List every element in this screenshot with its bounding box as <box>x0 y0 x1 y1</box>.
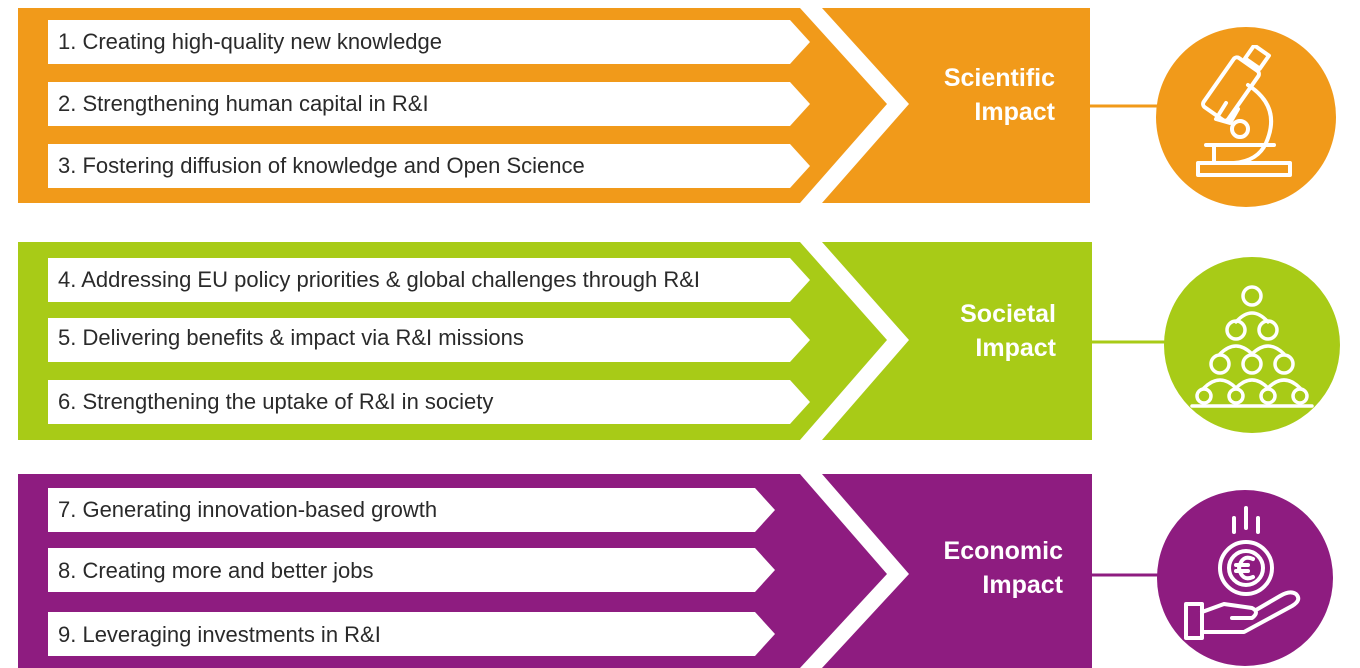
societal-impact-label: Societal Impact <box>960 297 1056 365</box>
scientific-impact-label: Scientific Impact <box>944 61 1055 129</box>
impact-subtitle: Impact <box>975 334 1056 362</box>
objective-9: 9. Leveraging investments in R&I <box>58 622 381 647</box>
scientific-band-graphic <box>18 8 1336 207</box>
objective-5: 5. Delivering benefits & impact via R&I … <box>58 325 524 350</box>
objective-6: 6. Strengthening the uptake of R&I in so… <box>58 389 494 414</box>
impact-subtitle: Impact <box>974 98 1055 126</box>
impact-title: Scientific <box>943 64 1055 92</box>
impact-title: Economic <box>943 537 1063 565</box>
objective-8: 8. Creating more and better jobs <box>58 558 374 583</box>
objective-3: 3. Fostering diffusion of knowledge and … <box>58 153 585 178</box>
societal-impact-band: 4. Addressing EU policy priorities & glo… <box>0 238 1360 448</box>
objective-7: 7. Generating innovation-based growth <box>58 497 438 522</box>
euro-coin-hand-icon <box>1184 506 1301 640</box>
impact-subtitle: Impact <box>982 571 1063 599</box>
objective-1: 1. Creating high-quality new knowledge <box>58 29 443 54</box>
objective-2: 2. Strengthening human capital in R&I <box>58 91 429 116</box>
impact-title: Societal <box>960 300 1056 328</box>
objective-4: 4. Addressing EU policy priorities & glo… <box>58 267 701 292</box>
scientific-impact-band: 1. Creating high-quality new knowledge 2… <box>0 0 1360 215</box>
economic-impact-label: Economic Impact <box>944 534 1063 602</box>
economic-impact-band: 7. Generating innovation-based growth 8.… <box>0 474 1360 668</box>
microscope-icon <box>1196 45 1292 177</box>
people-pyramid-icon <box>1190 285 1314 408</box>
